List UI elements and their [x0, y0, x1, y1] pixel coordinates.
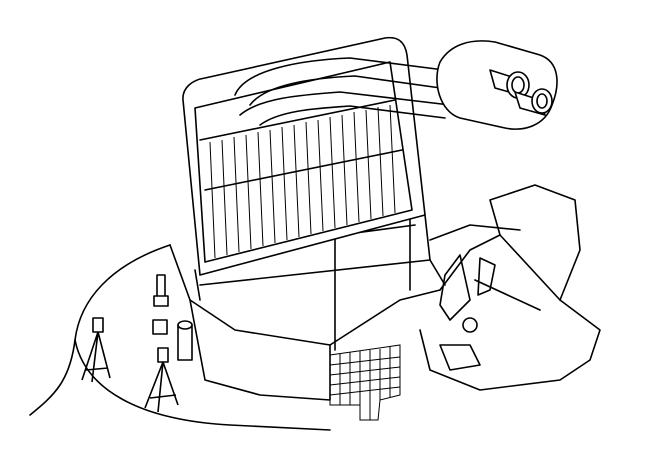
heater-core	[182, 36, 431, 301]
support-stands	[81, 317, 179, 413]
tube-flange	[436, 40, 558, 130]
heater-core-tubes	[234, 57, 461, 126]
mounting-studs	[152, 274, 193, 361]
